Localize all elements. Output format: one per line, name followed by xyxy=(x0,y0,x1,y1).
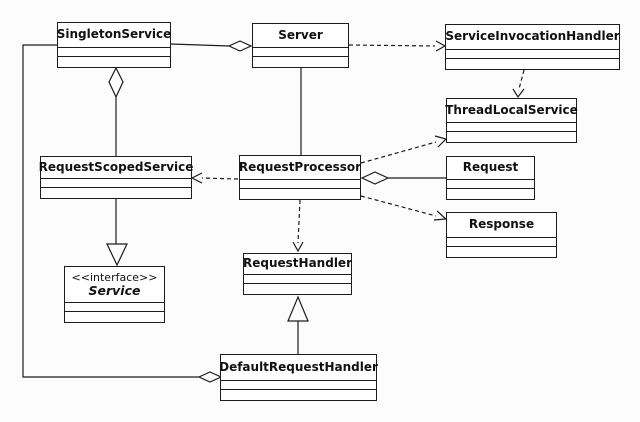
class-name: RequestProcessor xyxy=(238,159,362,174)
aggregation-diamond-defaultrequesthandler xyxy=(197,371,223,383)
attributes-compartment xyxy=(253,47,348,56)
class-box-service-interface: <<interface>> Service xyxy=(64,266,165,323)
attributes-compartment xyxy=(446,49,619,58)
edge-dependency-requestprocessor-requesthandler xyxy=(297,199,301,244)
attributes-compartment xyxy=(447,237,556,246)
class-name: Service xyxy=(88,282,141,298)
attributes-compartment xyxy=(221,380,376,389)
class-box-threadlocalservice: ThreadLocalService xyxy=(445,98,578,143)
interface-stereotype: <<interface>> xyxy=(71,270,158,284)
class-name: Request xyxy=(462,160,519,175)
generalization-triangle-service xyxy=(106,243,128,267)
aggregation-diamond-server xyxy=(227,40,253,52)
open-arrowhead xyxy=(434,135,448,148)
methods-compartment xyxy=(58,56,170,67)
attributes-compartment xyxy=(244,274,351,283)
interface-title: <<interface>> Service xyxy=(65,267,164,302)
open-arrowhead xyxy=(292,241,304,253)
class-name: SingletonService xyxy=(56,27,172,42)
aggregation-diamond-requestprocessor xyxy=(360,171,390,185)
class-name: Response xyxy=(468,217,535,232)
class-box-server: Server xyxy=(252,23,349,68)
edge-dependency-server-serviceinvocationhandler xyxy=(348,44,436,47)
open-arrowhead xyxy=(512,88,525,99)
class-name: RequestScopedService xyxy=(38,159,194,174)
class-box-response: Response xyxy=(446,212,557,258)
attributes-compartment xyxy=(65,302,164,311)
edge-dependency-requestprocessor-threadlocalservice xyxy=(360,141,437,164)
methods-compartment xyxy=(244,283,351,294)
attributes-compartment xyxy=(58,47,170,56)
class-name: RequestHandler xyxy=(243,256,352,271)
attributes-compartment xyxy=(447,122,576,131)
methods-compartment xyxy=(221,389,376,400)
class-box-defaultrequesthandler: DefaultRequestHandler xyxy=(219,354,378,401)
methods-compartment xyxy=(447,131,576,142)
open-arrowhead xyxy=(190,172,203,184)
attributes-compartment xyxy=(447,179,534,188)
methods-compartment xyxy=(447,246,556,257)
edge-dependency-serviceinvocationhandler-threadlocalservice xyxy=(518,69,525,90)
class-name: ThreadLocalService xyxy=(445,102,578,117)
class-name: DefaultRequestHandler xyxy=(219,359,378,374)
aggregation-diamond-singletonservice xyxy=(108,66,124,99)
methods-compartment xyxy=(41,187,191,198)
edge-aggregation-singletonservice-server xyxy=(170,43,230,47)
edge-aggregation-defaultrequesthandler-singletonservice xyxy=(22,44,199,378)
methods-compartment xyxy=(253,56,348,67)
class-box-requestscopedservice: RequestScopedService xyxy=(38,156,194,199)
methods-compartment xyxy=(240,188,360,199)
attributes-compartment xyxy=(240,179,360,188)
edge-dependency-requestprocessor-requestscopedservice xyxy=(201,177,239,180)
class-box-singletonservice: SingletonService xyxy=(57,22,171,68)
methods-compartment xyxy=(447,188,534,199)
edge-dependency-requestprocessor-response xyxy=(360,195,437,217)
methods-compartment xyxy=(65,311,164,322)
class-box-requestprocessor: RequestProcessor xyxy=(239,155,361,200)
attributes-compartment xyxy=(41,178,191,187)
generalization-triangle-requesthandler xyxy=(287,295,309,322)
class-box-requesthandler: RequestHandler xyxy=(243,253,352,295)
class-box-serviceinvocationhandler: ServiceInvocationHandler xyxy=(445,24,620,70)
class-name: Server xyxy=(278,27,323,42)
class-box-request: Request xyxy=(446,156,535,200)
class-name: ServiceInvocationHandler xyxy=(445,29,620,44)
methods-compartment xyxy=(446,58,619,69)
open-arrowhead xyxy=(435,40,447,52)
